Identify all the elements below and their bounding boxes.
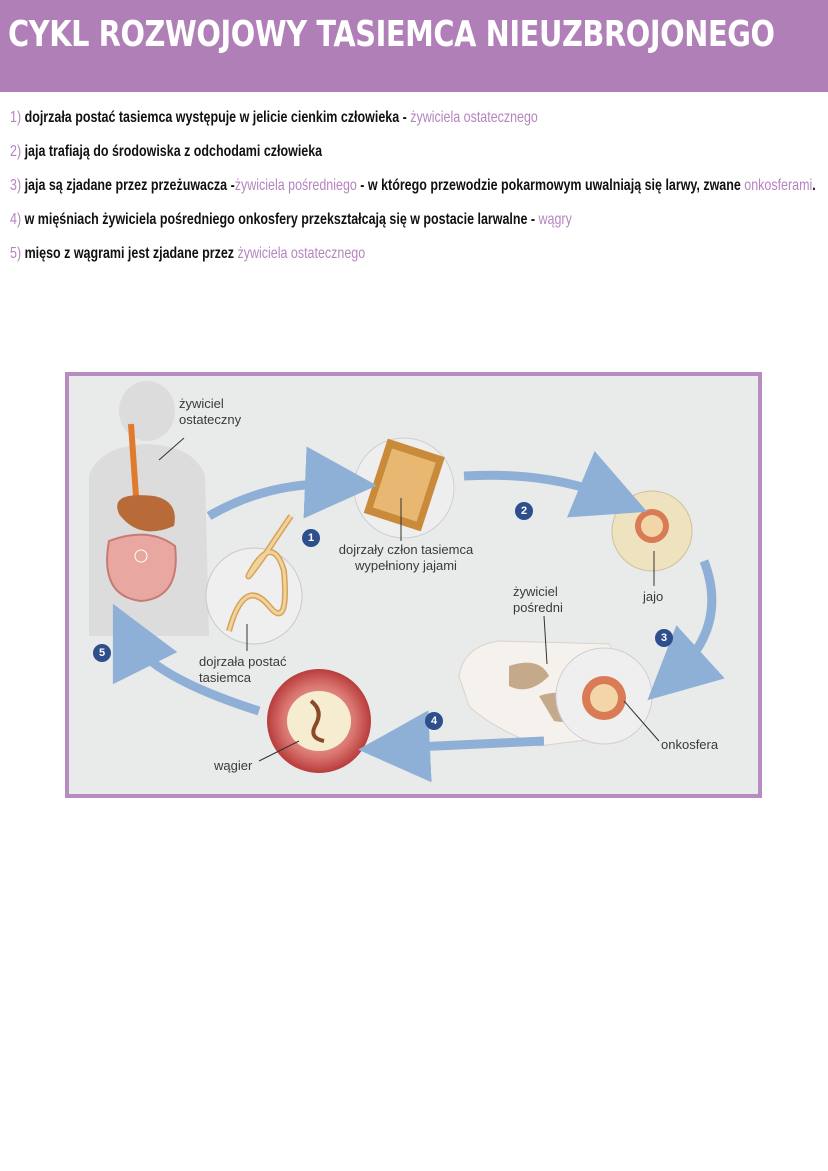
note-highlight: żywiciela ostatecznego bbox=[237, 245, 366, 262]
label-intermediate-host: żywiciel pośredni bbox=[513, 584, 563, 615]
note-text: jaja trafiają do środowiska z odchodami … bbox=[24, 143, 323, 160]
adult-tapeworm-inset bbox=[205, 514, 303, 645]
note-item: 3) jaja są zjadane przez przeżuwacza -ży… bbox=[10, 171, 816, 205]
step-badge-2: 2 bbox=[515, 502, 533, 520]
note-text: dojrzała postać tasiemca występuje w jel… bbox=[24, 109, 411, 126]
note-number: 2) bbox=[10, 143, 22, 160]
note-item: 4) w mięśniach żywiciela pośredniego onk… bbox=[10, 205, 642, 239]
oncosphere-inset bbox=[555, 647, 653, 745]
leader-lines bbox=[158, 437, 660, 762]
note-item: 5) mięso z wągrami jest zjadane przez ży… bbox=[10, 239, 642, 273]
label-mature-segment: dojrzały człon tasiemca wypełniony jajam… bbox=[338, 542, 474, 573]
cycle-arrows bbox=[112, 446, 725, 783]
step-badge-4: 4 bbox=[425, 712, 443, 730]
life-cycle-illustration bbox=[89, 381, 725, 783]
label-adult-tapeworm: dojrzała postać tasiemca bbox=[199, 654, 287, 685]
note-highlight-2: onkosferami bbox=[744, 177, 813, 194]
note-text: w mięśniach żywiciela pośredniego onkosf… bbox=[24, 211, 539, 228]
title-banner: CYKL ROZWOJOWY TASIEMCA NIEUZBROJONEGO bbox=[0, 0, 828, 92]
label-egg: jajo bbox=[643, 589, 664, 604]
label-cysticercus: wągier bbox=[214, 758, 253, 773]
note-highlight: wągry bbox=[538, 211, 572, 228]
mature-segment-inset bbox=[353, 437, 455, 539]
note-item: 1) dojrzała postać tasiemca występuje w … bbox=[10, 103, 642, 137]
note-text-end: . bbox=[812, 177, 816, 194]
label-oncosphere: onkosfera bbox=[661, 737, 719, 752]
step-badge-1: 1 bbox=[302, 529, 320, 547]
notes-list: 1) dojrzała postać tasiemca występuje w … bbox=[10, 103, 820, 273]
note-text: mięso z wągrami jest zjadane przez bbox=[24, 245, 238, 262]
note-number: 5) bbox=[10, 245, 22, 262]
note-text-continued: - w którego przewodzie pokarmowym uwalni… bbox=[356, 177, 745, 194]
note-number: 3) bbox=[10, 177, 22, 194]
label-final-host: żywiciel ostateczny bbox=[179, 396, 242, 427]
egg-inset bbox=[611, 490, 693, 572]
note-number: 1) bbox=[10, 109, 22, 126]
note-text: jaja są zjadane przez przeżuwacza - bbox=[24, 177, 235, 194]
note-item: 2) jaja trafiają do środowiska z odchoda… bbox=[10, 137, 642, 171]
step-badge-3: 3 bbox=[655, 629, 673, 647]
note-number: 4) bbox=[10, 211, 22, 228]
note-highlight: żywiciela pośredniego bbox=[234, 177, 357, 194]
human-silhouette bbox=[89, 381, 209, 636]
cysticercus-inset bbox=[267, 669, 371, 773]
note-highlight: żywiciela ostatecznego bbox=[410, 109, 538, 126]
page-title: CYKL ROZWOJOWY TASIEMCA NIEUZBROJONEGO bbox=[8, 14, 775, 55]
life-cycle-figure: żywiciel ostateczny dojrzały człon tasie… bbox=[65, 372, 762, 798]
step-badge-5: 5 bbox=[93, 644, 111, 662]
